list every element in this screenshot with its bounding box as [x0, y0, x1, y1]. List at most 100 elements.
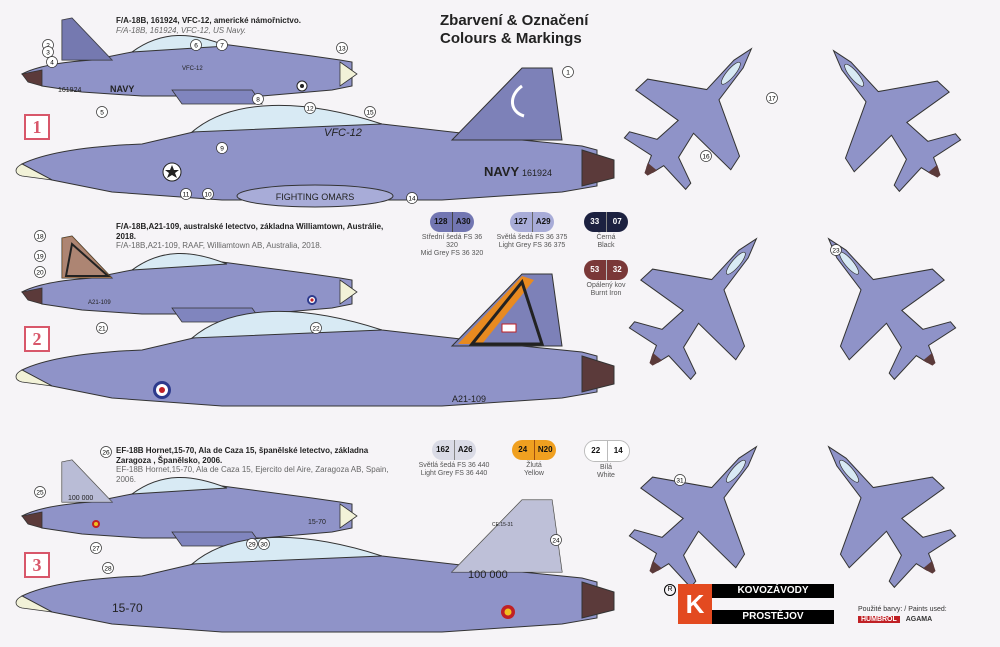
logo-k-mark: K	[678, 584, 712, 624]
callout-circle	[96, 106, 108, 118]
callout-number: 19	[36, 254, 44, 261]
title-czech: Zbarvení & Označení	[440, 12, 589, 29]
callout-circle	[96, 322, 108, 334]
paint-code-humbrol: 127	[510, 212, 532, 232]
callout-number: 27	[92, 546, 100, 553]
paint-swatch-light-grey-440: 162 A26 Světlá šedá FS 36 440 Light Grey…	[419, 440, 490, 478]
scheme-1-bottom-view	[785, 10, 987, 217]
scheme-3-caption-en-1: EF-18B Hornet,15-70, Ala de Caza 15, Eje…	[116, 465, 389, 474]
callout-circle	[258, 538, 270, 550]
paint-name-en: Mid Grey FS 36 320	[420, 250, 484, 257]
scheme-2-large-serial: A21-109	[452, 394, 486, 404]
logo-name-line-2: PROSTĚJOV	[712, 610, 834, 624]
callout-number: 13	[338, 46, 346, 53]
callout-circle	[406, 192, 418, 204]
callout-circle	[252, 93, 264, 105]
callout-circle	[562, 66, 574, 78]
callout-circle	[766, 92, 778, 104]
callout-number: 11	[183, 192, 190, 199]
scheme-2-side-view-large: A21-109	[15, 273, 615, 407]
paints-used: Použité barvy: / Paints used: HUMBROL AG…	[858, 606, 947, 623]
callout-number: 30	[260, 542, 268, 549]
callout-circle	[102, 562, 114, 574]
paint-name-cz: Opálený kov	[586, 282, 626, 289]
scheme-1-small-navy-label: NAVY	[110, 84, 134, 94]
scheme-3-large-tail: 100 000	[468, 569, 508, 581]
scheme-3-caption-cz-2: Zaragoza , Španělsko, 2006.	[116, 455, 223, 465]
paint-code-agama: N20	[533, 440, 556, 460]
brand-agama: AGAMA	[905, 616, 933, 623]
callout-number: 15	[366, 110, 374, 117]
scheme-1-tank-label: FIGHTING OMARS	[276, 192, 355, 202]
callout-number: 22	[312, 326, 320, 333]
scheme-3-large-tail-code: CE.15-31	[492, 522, 513, 528]
callout-number: 23	[832, 248, 840, 255]
scheme-2-small-serial: A21-109	[88, 300, 111, 306]
registered-mark: R	[664, 584, 676, 596]
scheme-2-caption-en: F/A-18B,A21-109, RAAF, Williamtown AB, A…	[116, 241, 322, 250]
scheme-1-number: 1	[24, 114, 50, 140]
callout-number: 16	[702, 154, 710, 161]
paint-name-cz: Žlutá	[526, 462, 542, 469]
callout-number: 12	[306, 106, 314, 113]
callout-circle	[34, 486, 46, 498]
paint-code-humbrol: 53	[584, 260, 606, 280]
paint-swatch-burnt-iron: 53 32 Opálený kov Burnt Iron	[584, 260, 642, 298]
callout-circle	[364, 106, 376, 118]
callout-number: 26	[102, 450, 110, 457]
paint-name-cz: Světlá šedá FS 36 440	[418, 462, 490, 469]
callout-number: 28	[104, 566, 112, 573]
paint-name-en: Burnt Iron	[590, 290, 622, 297]
paint-code-humbrol: 33	[584, 212, 606, 232]
paint-code-agama: A26	[453, 440, 476, 460]
callout-number: 24	[552, 538, 560, 545]
paints-used-label: Použité barvy: / Paints used:	[858, 606, 947, 613]
callout-number: 2	[46, 43, 50, 50]
callout-circle	[310, 322, 322, 334]
paint-swatch-white: 22 14 Bílá White	[584, 440, 642, 480]
scheme-3-small-code: 15-70	[308, 519, 326, 526]
callout-circle	[304, 102, 316, 114]
callout-number: 7	[220, 43, 224, 50]
callout-number: 4	[50, 60, 54, 67]
callout-number: 5	[100, 110, 104, 117]
callout-circle	[90, 542, 102, 554]
paint-code-agama: 14	[606, 441, 629, 461]
paint-name-en: Light Grey FS 36 375	[498, 242, 566, 249]
scheme-3-large-code: 15-70	[112, 601, 143, 615]
callout-circle	[46, 56, 58, 68]
paint-name-en: Light Grey FS 36 440	[420, 470, 488, 477]
callout-number: 25	[36, 490, 44, 497]
callout-number: 17	[768, 96, 776, 103]
paint-name-en: White	[597, 472, 615, 479]
paint-swatch-yellow: 24 N20 Žlutá Yellow	[512, 440, 570, 478]
paint-code-humbrol: 162	[432, 440, 454, 460]
callout-circle	[674, 474, 686, 486]
scheme-3-small-tail: 100 000	[68, 495, 93, 502]
callout-circle	[550, 534, 562, 546]
callout-number: 8	[256, 97, 260, 104]
paint-swatch-black: 33 07 Černá Black	[584, 212, 642, 250]
paint-code-agama: 07	[605, 212, 628, 232]
callout-circle	[700, 150, 712, 162]
scheme-2-caption-cz-2: 2018.	[116, 231, 137, 241]
scheme-1-top-view	[598, 8, 800, 215]
callout-circle	[42, 46, 54, 58]
paint-swatch-light-grey: 127 A29 Světlá šedá FS 36 375 Light Grey…	[497, 212, 568, 250]
scheme-1-large-navy-label: NAVY	[484, 164, 519, 179]
paint-name-en: Yellow	[524, 470, 544, 477]
scheme-1-small-unit: VFC-12	[182, 66, 203, 72]
callout-circle	[34, 230, 46, 242]
scheme-2-side-view-small: A21-109	[21, 235, 358, 323]
callout-circle	[190, 39, 202, 51]
callout-circle	[34, 266, 46, 278]
title-english: Colours & Markings	[440, 30, 582, 47]
paint-name-cz: Světlá šedá FS 36 375	[496, 234, 568, 241]
scheme-1-caption-en: F/A-18B, 161924, VFC-12, US Navy.	[116, 25, 247, 35]
callout-circle	[336, 42, 348, 54]
page-title: Zbarvení & Označení Colours & Markings	[440, 12, 588, 48]
scheme-1-large-serial: 161924	[522, 168, 552, 178]
scheme-2-caption: F/A-18B,A21-109, australské letectvo, zá…	[116, 222, 416, 251]
callout-circle	[216, 142, 228, 154]
